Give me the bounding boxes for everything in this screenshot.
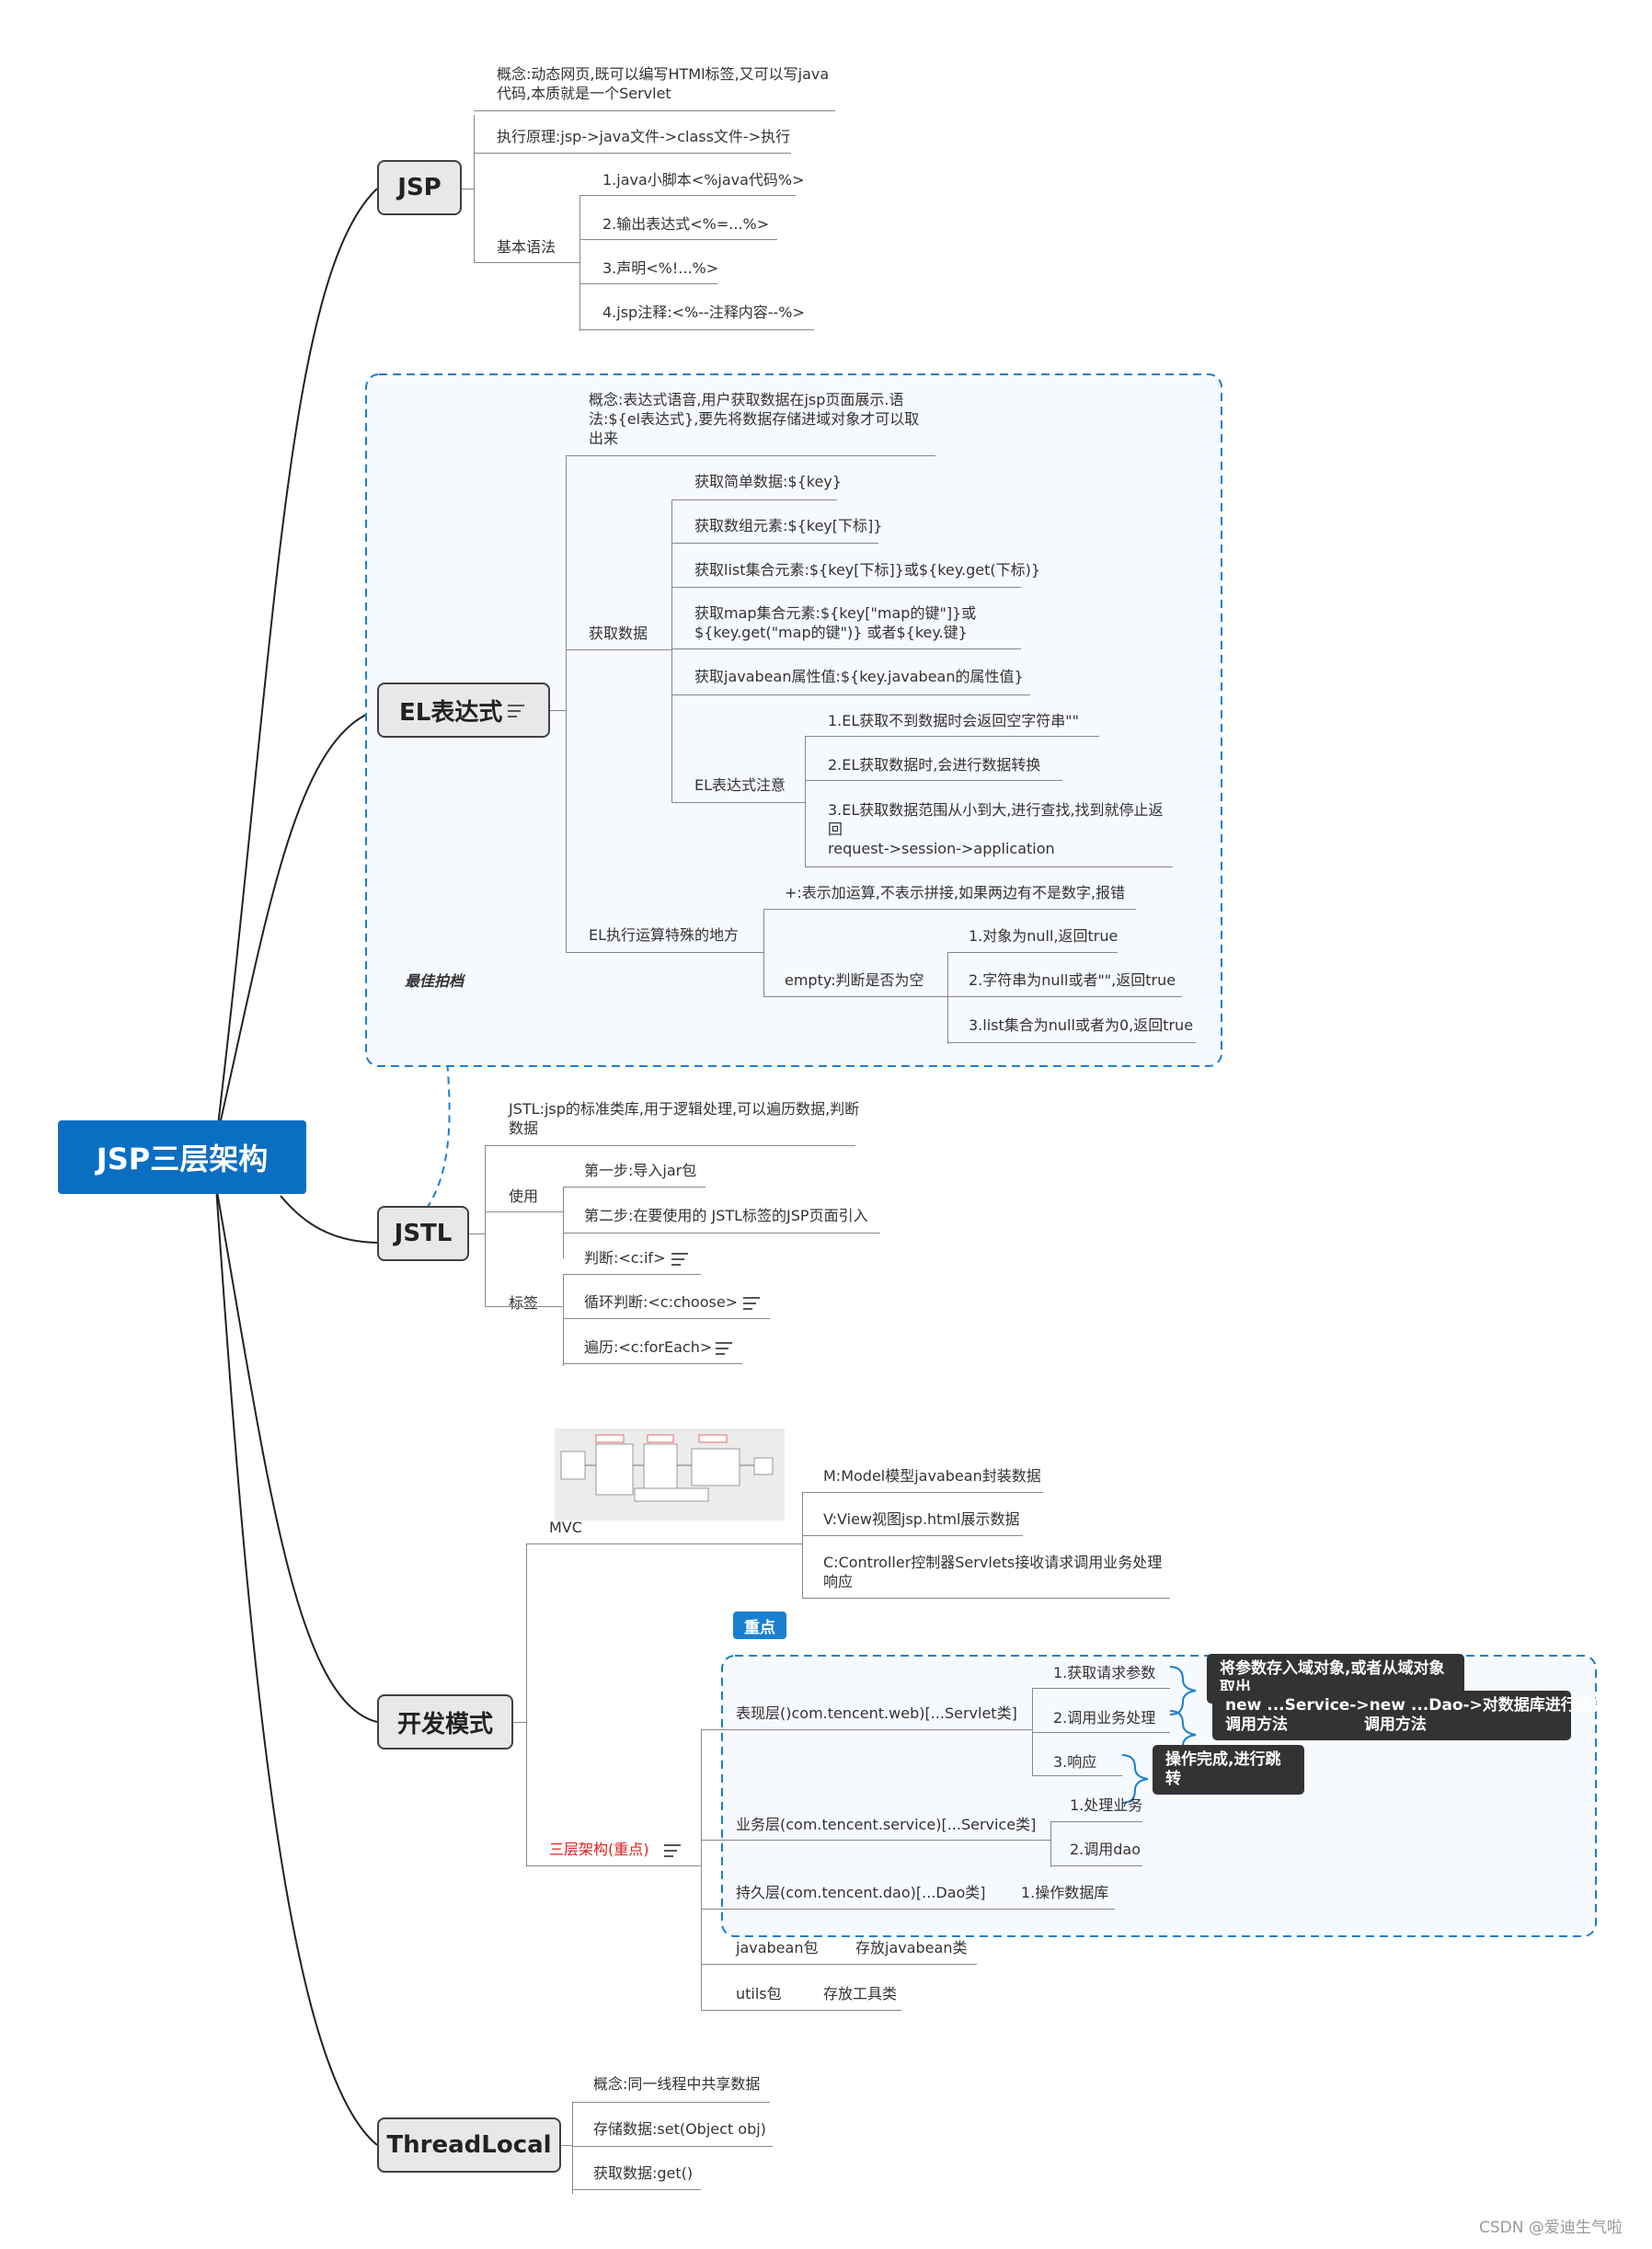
root-node[interactable]: JSP三层架构 [58, 1120, 306, 1194]
utils-label: utils包 [736, 1985, 782, 2002]
jstl-use-label: 使用 [509, 1188, 539, 1205]
relation-label: 最佳拍档 [405, 972, 465, 990]
el-notice-item: 1.EL获取不到数据时会返回空字符串"" [828, 712, 1080, 729]
watermark: CSDN @爱迪生气啦 [1479, 2219, 1623, 2237]
mvc-item: M:Model模型javabean封装数据 [823, 1467, 1041, 1485]
jsp-syntax-label: 基本语法 [497, 238, 556, 256]
brace-icon [1121, 1754, 1149, 1804]
mvc-label: MVC [549, 1519, 582, 1536]
dao-layer-label: 持久层(com.tencent.dao)[...Dao类] [736, 1884, 986, 1901]
el-get-item: 获取list集合元素:${key[下标]}或${key.get(下标)} [694, 561, 1041, 579]
dao-item: 1.操作数据库 [1021, 1884, 1109, 1901]
mvc-item: C:Controller控制器Servlets接收请求调用业务处理响应 [823, 1554, 1163, 1590]
el-get-item: 获取javabean属性值:${key.javabean的属性值} [694, 668, 1024, 685]
web-item: 2.调用业务处理 [1053, 1709, 1156, 1727]
branch-jsp [215, 188, 378, 1142]
el-calc-label: EL执行运算特殊的地方 [589, 926, 740, 944]
el-get-item: 获取数组元素:${key[下标]} [694, 517, 883, 534]
el-get-label: 获取数据 [589, 625, 648, 642]
jsp-node[interactable]: JSP [377, 160, 462, 215]
el-empty-label: empty:判断是否为空 [785, 971, 924, 989]
utils-item: 存放工具类 [823, 1985, 898, 2002]
jstl-use-item: 第一步:导入jar包 [584, 1162, 697, 1179]
jsp-syntax-item: 1.java小脚本<%java代码%> [602, 171, 805, 189]
notes-icon [716, 1342, 732, 1355]
threadlocal-node[interactable]: ThreadLocal [377, 2117, 561, 2173]
el-notice-item: 2.EL获取数据时,会进行数据转换 [828, 756, 1041, 774]
notes-icon [671, 1253, 688, 1266]
service-item: 2.调用dao [1070, 1841, 1141, 1858]
javabean-item: 存放javabean类 [855, 1939, 968, 1956]
jstl-node[interactable]: JSTL [377, 1206, 469, 1261]
branch-jstl [280, 1195, 378, 1244]
jstl-tag-item: 循环判断:<c:choose> [584, 1293, 739, 1311]
threadlocal-item: 获取数据:get() [593, 2164, 694, 2182]
jsp-syntax-item: 2.输出表达式<%=...%> [602, 215, 770, 233]
jstl-tag-item: 判断:<c:if> [584, 1249, 666, 1267]
el-notice-label: EL表达式注意 [694, 776, 786, 794]
el-get-item: 获取map集合元素:${key["map的键"]}或${key.get("map… [694, 604, 977, 641]
three-tier-label: 三层架构(重点) [549, 1841, 649, 1858]
el-concept: 概念:表达式语音,用户获取数据在jsp页面展示.语法:${el表达式},要先将数… [589, 391, 920, 447]
el-empty-item: 1.对象为null,返回true [969, 927, 1119, 945]
web-note: 操作完成,进行跳转 [1153, 1745, 1304, 1795]
el-boundary [365, 373, 1222, 1067]
branch-threadlocal [215, 1186, 378, 2146]
threadlocal-item: 存储数据:set(Object obj) [593, 2120, 766, 2138]
el-empty-item: 2.字符串为null或者"",返回true [969, 971, 1176, 989]
jsp-syntax-item: 3.声明<%!...%> [602, 259, 719, 277]
el-plus-rule: +:表示加运算,不表示拼接,如果两边有不是数字,报错 [785, 884, 1126, 901]
notes-icon [743, 1297, 760, 1310]
branch-el [215, 709, 378, 1142]
web-item: 1.获取请求参数 [1053, 1664, 1156, 1681]
web-item: 3.响应 [1053, 1753, 1097, 1771]
mvc-diagram-image [555, 1429, 785, 1520]
jstl-tag-item: 遍历:<c:forEach> [584, 1338, 713, 1356]
brace-icon [1169, 1666, 1197, 1715]
el-empty-item: 3.list集合为null或者为0,返回true [969, 1016, 1194, 1034]
notes-icon [508, 705, 524, 717]
el-node-label: EL表达式 [399, 698, 503, 727]
service-layer-label: 业务层(com.tencent.service)[...Service类] [736, 1816, 1037, 1833]
dev-node[interactable]: 开发模式 [377, 1694, 513, 1750]
jstl-tag-label: 标签 [509, 1294, 539, 1312]
branch-dev [215, 1186, 378, 1723]
priority-badge: 重点 [733, 1612, 786, 1639]
el-node[interactable]: EL表达式 [377, 683, 550, 738]
service-item: 1.处理业务 [1070, 1796, 1143, 1814]
web-layer-label: 表现层()com.tencent.web)[...Servlet类] [736, 1704, 1017, 1722]
el-notice-item: 3.EL获取数据范围从小到大,进行查找,找到就停止返回 request->ses… [828, 801, 1164, 857]
mvc-item: V:View视图jsp.html展示数据 [823, 1510, 1020, 1528]
jsp-concept: 概念:动态网页,既可以编写HTMl标签,又可以写java代码,本质就是一个Ser… [497, 65, 830, 102]
web-note: new ...Service->new ...Dao->对数据库进行操作 调用方… [1212, 1691, 1608, 1740]
notes-icon [664, 1844, 681, 1857]
jstl-use-item: 第二步:在要使用的 JSTL标签的JSP页面引入 [584, 1207, 868, 1224]
el-get-item: 获取简单数据:${key} [694, 473, 842, 490]
threadlocal-item: 概念:同一线程中共享数据 [593, 2075, 761, 2093]
jstl-concept: JSTL:jsp的标准类库,用于逻辑处理,可以遍历数据,判断数据 [509, 1100, 860, 1137]
jsp-syntax-item: 4.jsp注释:<%--注释内容--%> [602, 304, 805, 321]
javabean-label: javabean包 [736, 1939, 819, 1956]
jsp-principle: 执行原理:jsp->java文件->class文件->执行 [497, 128, 791, 145]
